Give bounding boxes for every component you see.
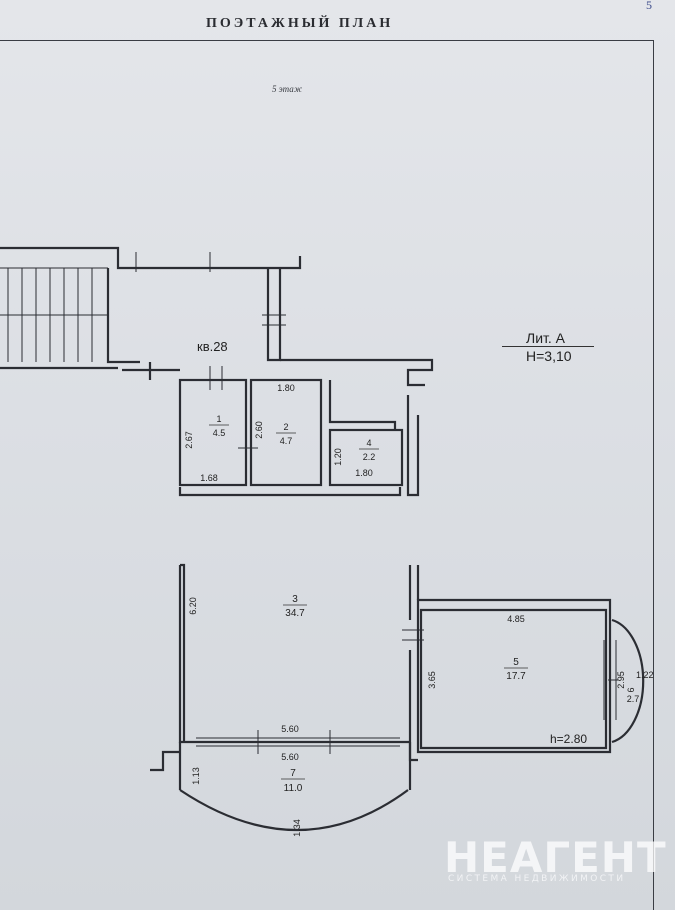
- room-2-width-dim: 1.80: [277, 383, 295, 393]
- room-7-number: 7: [290, 768, 296, 779]
- litera-label: Лит. А: [526, 330, 565, 346]
- apartment-label: кв.28: [197, 339, 228, 354]
- room-4-number: 4: [366, 438, 371, 448]
- room-2-height-dim: 2.60: [254, 421, 264, 439]
- room-2-area: 4.7: [280, 436, 293, 446]
- staircase-treads: [0, 267, 108, 362]
- litera-divider: [502, 346, 594, 347]
- room-5-width-dim: 4.85: [507, 614, 525, 624]
- window-marks: [135, 252, 618, 754]
- room-7-height-dim: 1.13: [191, 767, 201, 785]
- room-3-width-bottom-dim: 5.60: [281, 752, 299, 762]
- room-6-depth-dim: 1.22: [636, 670, 654, 680]
- plan-labels: кв.28 1 4.5 2.67 1.68 2 4.7 2.60 1.80 4 …: [184, 339, 654, 837]
- room-5-height-dim: 3.65: [427, 671, 437, 689]
- floor-label: 5 этаж: [272, 84, 303, 94]
- room-3-width-top-dim: 5.60: [281, 724, 299, 734]
- room-4-area: 2.2: [363, 452, 376, 462]
- room-5-number: 5: [513, 657, 519, 668]
- watermark-brand: НЕАГЕНТ: [444, 833, 667, 882]
- page-corner-mark: 5: [646, 0, 652, 12]
- drawing-frame: [0, 40, 654, 910]
- room-5-area: 17.7: [506, 671, 526, 682]
- room-1-width-dim: 1.68: [200, 473, 218, 483]
- room-3-height-dim: 6.20: [188, 597, 198, 615]
- room-3-area: 34.7: [285, 608, 305, 619]
- watermark-tagline: СИСТЕМА НЕДВИЖИМОСТИ: [448, 874, 626, 884]
- page-title: ПОЭТАЖНЫЙ ПЛАН: [206, 16, 394, 31]
- walls: [0, 246, 645, 831]
- room-6-height-dim: 2.95: [616, 671, 626, 689]
- room-3-number: 3: [292, 594, 298, 605]
- room-6-number: 6: [626, 687, 636, 692]
- room-4-width-dim: 1.80: [355, 468, 373, 478]
- room-2-number: 2: [283, 422, 288, 432]
- room-7-arc-dim: 1.34: [292, 819, 302, 837]
- room-1-height-dim: 2.67: [184, 431, 194, 449]
- room-1-number: 1: [216, 414, 221, 424]
- room-6-area: 2.7: [627, 694, 640, 704]
- ceiling-height-label: H=3,10: [526, 348, 572, 364]
- room-1-area: 4.5: [213, 428, 226, 438]
- balcony-height-label: h=2.80: [550, 732, 587, 746]
- room-7-area: 11.0: [284, 783, 303, 794]
- room-4-height-dim: 1.20: [333, 448, 343, 466]
